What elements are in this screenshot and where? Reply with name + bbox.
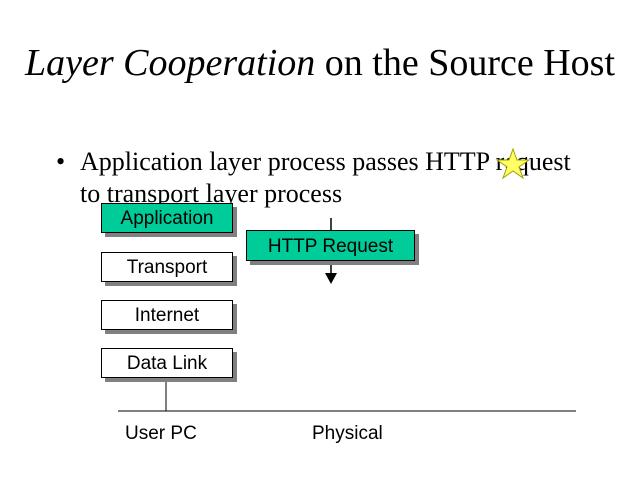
layer-application: Application	[101, 203, 233, 233]
slide-title: Layer Cooperation on the Source Host	[20, 40, 620, 86]
layer-transport: Transport	[101, 252, 233, 282]
layer-data-link: Data Link	[101, 348, 233, 378]
layer-internet: Internet	[101, 300, 233, 330]
bullet-marker: •	[56, 147, 66, 176]
down-arrow-icon	[325, 273, 337, 284]
title-rest-part: on the Source Host	[315, 42, 615, 84]
user-pc-label: User PC	[125, 423, 197, 444]
http-request-box: HTTP Request	[246, 230, 415, 261]
star-icon	[495, 147, 531, 180]
title-italic-part: Layer Cooperation	[24, 42, 316, 84]
physical-label: Physical	[312, 423, 383, 444]
